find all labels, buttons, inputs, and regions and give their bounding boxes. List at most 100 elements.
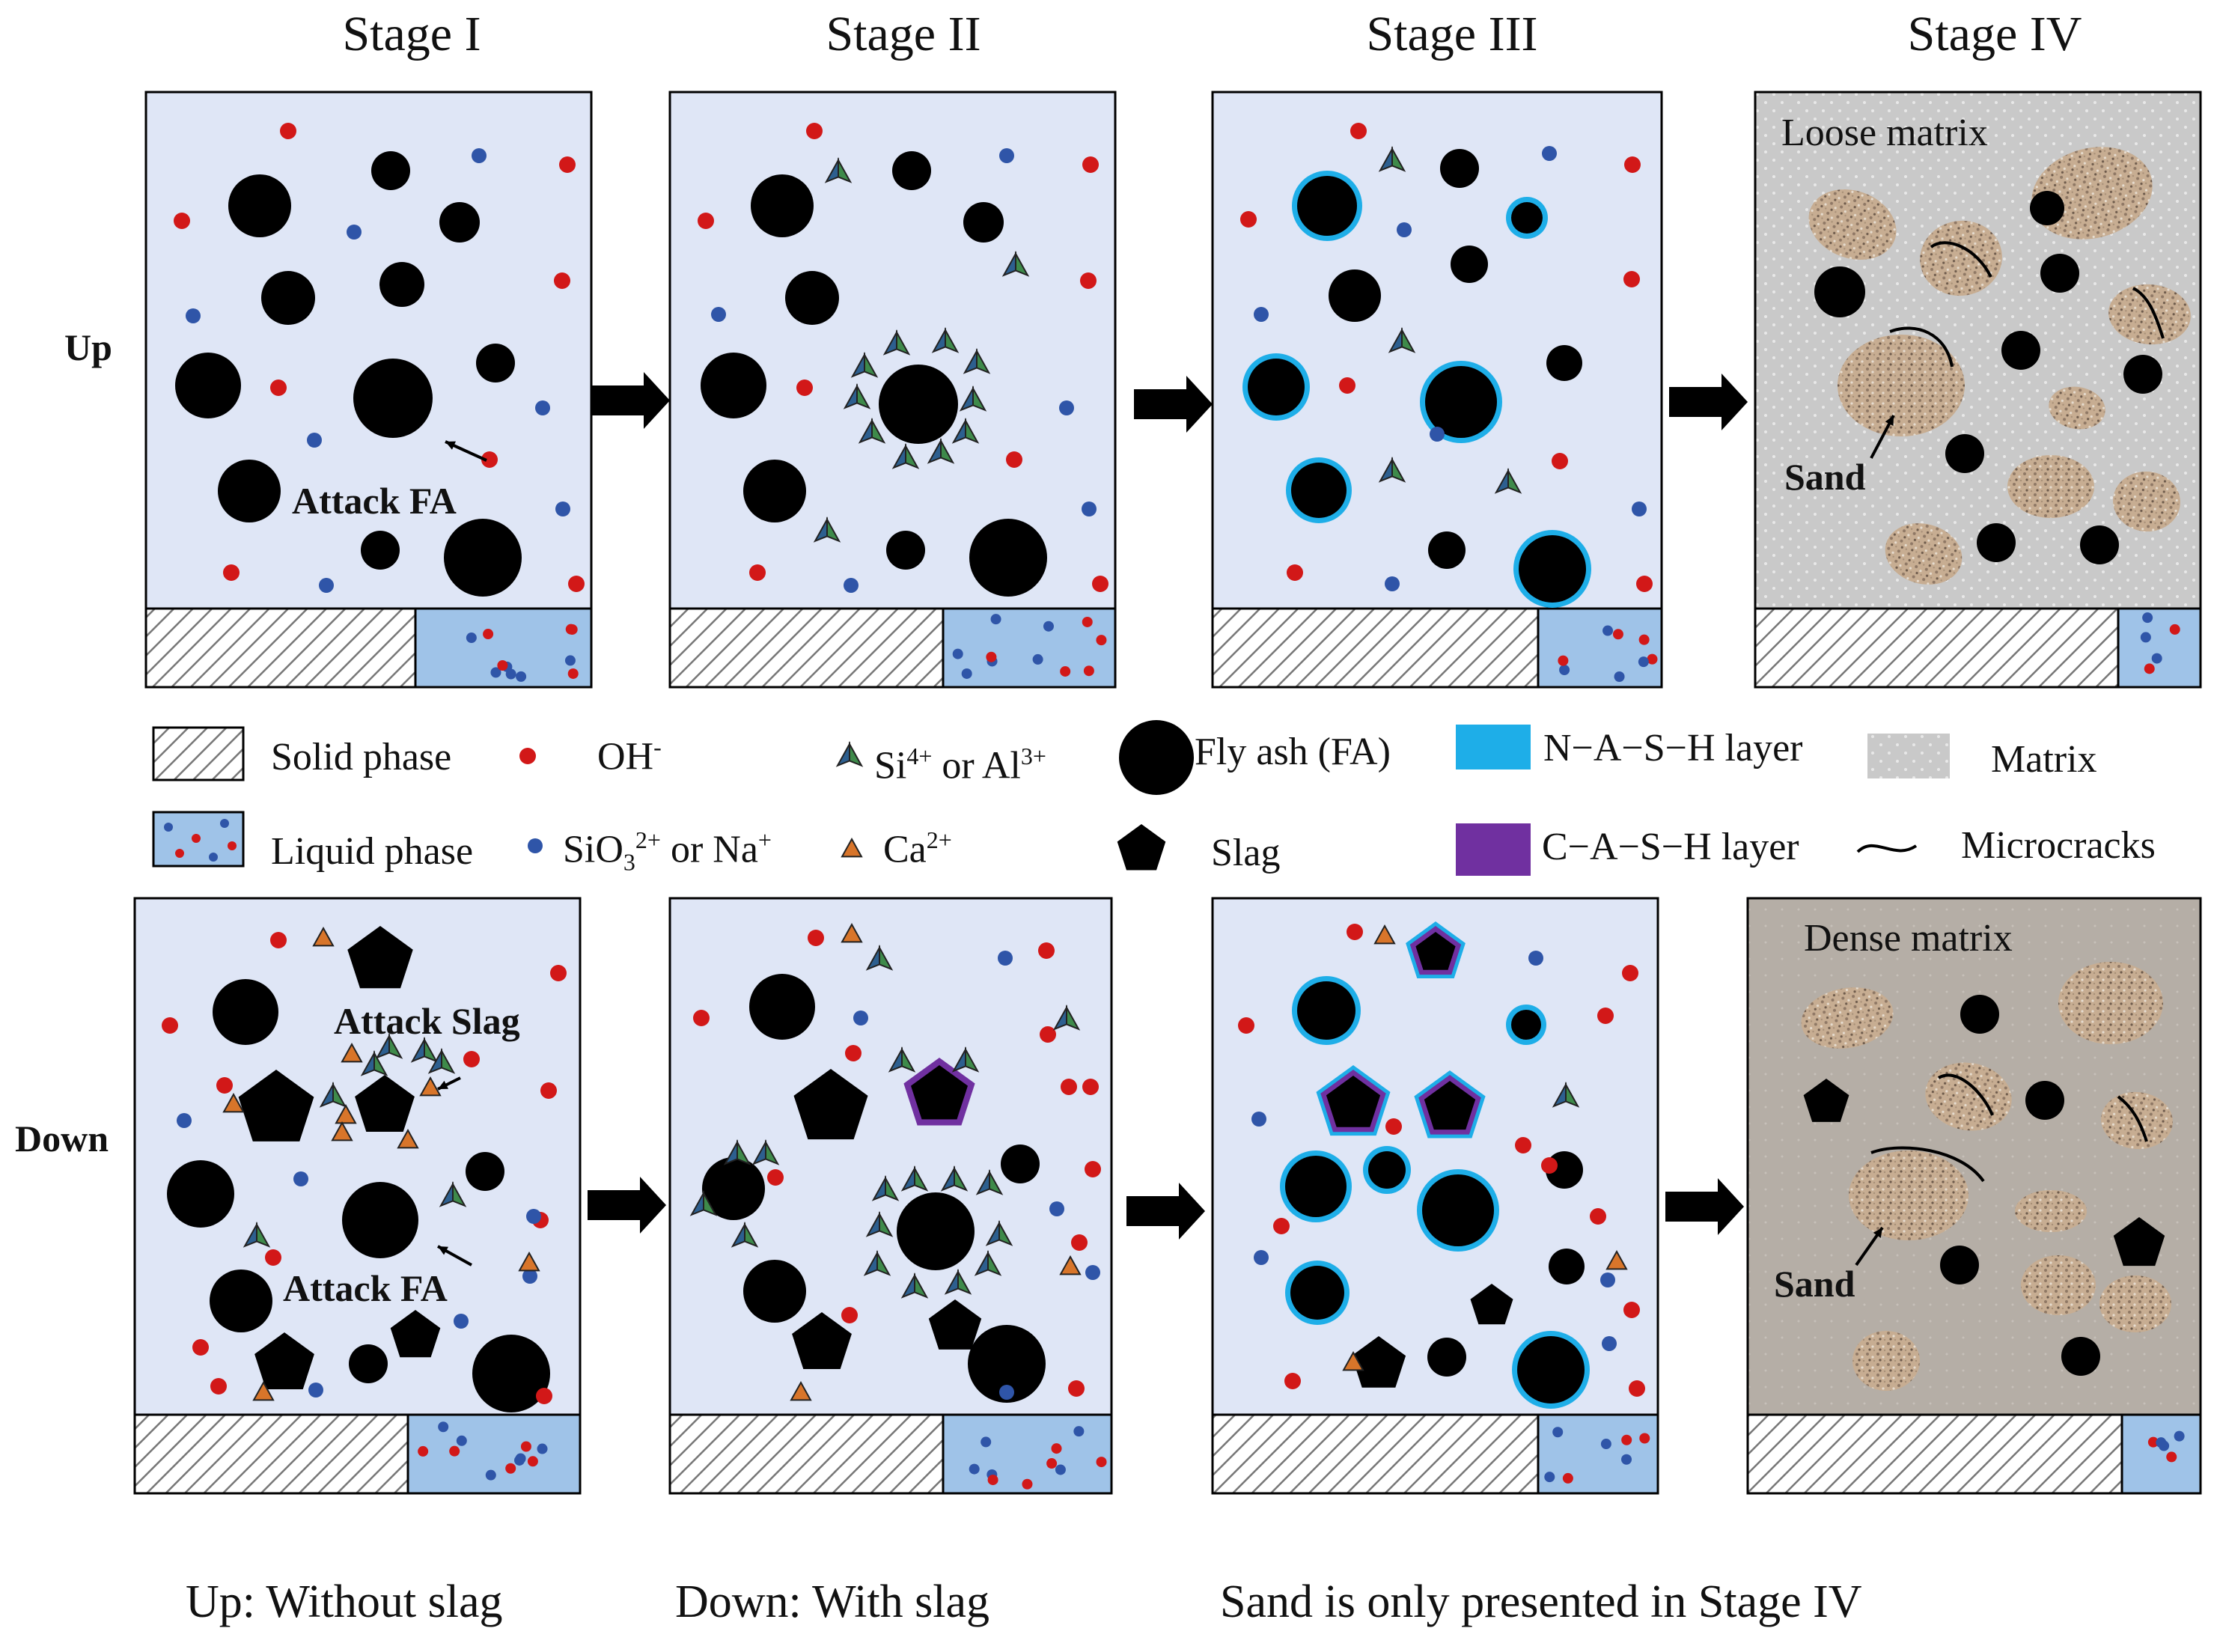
oh-ion <box>505 1463 516 1474</box>
pyramid-icon <box>879 945 894 971</box>
calcium-ion <box>335 1103 357 1124</box>
oh-ion <box>2169 624 2180 635</box>
liquid-swatch-dot <box>164 823 173 832</box>
sand-grain <box>1801 987 1894 1049</box>
oh-ion <box>481 451 498 468</box>
calcium-ion <box>1605 1249 1628 1270</box>
sand-grain <box>2049 386 2105 430</box>
oh-ion <box>1647 653 1658 665</box>
oh-ion <box>1040 1026 1056 1043</box>
silicate-ion <box>1600 1439 1611 1450</box>
slag-particle <box>254 1332 314 1389</box>
sand-grain <box>1920 220 2002 296</box>
oh-ion <box>1046 1458 1058 1469</box>
loose-matrix-label: Loose matrix <box>1781 112 1988 154</box>
microcrack <box>1930 241 1992 278</box>
silicate-ion <box>514 1454 525 1466</box>
pyramid-icon <box>914 1165 929 1192</box>
solid-phase-block <box>668 1413 945 1495</box>
silicate-ion <box>1059 400 1074 415</box>
legend-ca: Ca2+ <box>883 826 952 871</box>
calcium-ion <box>252 1380 275 1401</box>
oh-ion <box>1339 377 1355 394</box>
microcrack <box>2132 287 2165 339</box>
silicate-ion <box>1544 1472 1555 1483</box>
slag-particle <box>238 1070 314 1142</box>
liquid-phase-block <box>1537 607 1663 689</box>
oh-ion <box>1082 156 1099 173</box>
pyramid-icon <box>1391 146 1406 172</box>
oh-ion <box>1284 1373 1301 1389</box>
liquid-phase-block <box>2120 1413 2202 1495</box>
silicate-ion <box>1032 653 1043 665</box>
fly-ash-particle <box>2025 1081 2064 1120</box>
calcium-ion <box>841 837 863 858</box>
fly-ash-particle <box>1940 1246 1979 1284</box>
stage-title-3: Stage III <box>1366 7 1538 61</box>
solid-phase-block <box>1746 1413 2123 1495</box>
fly-ash-particle <box>1977 523 2016 562</box>
fly-ash-particle <box>1517 1336 1585 1403</box>
attack-slag-label: Attack Slag <box>334 1000 520 1042</box>
silicate-ion <box>528 838 543 853</box>
fly-ash-particle <box>476 344 515 382</box>
oh-ion <box>162 1017 178 1034</box>
oh-ion <box>483 629 494 640</box>
arrow-right-icon <box>588 1177 666 1234</box>
fly-ash-particle <box>701 353 766 418</box>
legend-cash: C−A−S−H layer <box>1542 826 1799 868</box>
attack-arrow <box>445 441 456 450</box>
silicate-ion <box>1542 146 1557 161</box>
sand-grain <box>2021 1255 2096 1315</box>
silicate-ion <box>466 633 477 644</box>
oh-ion <box>1068 1380 1085 1397</box>
silicate-ion <box>564 655 576 666</box>
fly-ash-particle <box>751 174 814 237</box>
oh-ion <box>1590 1208 1606 1225</box>
calcium-ion <box>312 926 335 947</box>
fly-ash-particle <box>897 1192 975 1270</box>
legend-matrix: Matrix <box>1991 738 2097 781</box>
oh-ion <box>1385 1118 1402 1135</box>
oh-ion <box>1621 1434 1632 1445</box>
oh-ion <box>806 123 823 139</box>
oh-ion <box>749 564 766 581</box>
liquid-phase-block <box>2117 607 2202 689</box>
solid-phase-block <box>133 1413 409 1495</box>
fly-ash-particle <box>879 365 958 444</box>
legend-solid-phase: Solid phase <box>271 736 452 778</box>
panel-stage-3-up <box>1211 91 1663 610</box>
fly-ash-particle <box>1511 202 1543 234</box>
silicate-ion <box>2174 1430 2185 1442</box>
pyramid-icon <box>441 1048 456 1074</box>
fly-ash-particle <box>218 460 281 522</box>
sand-grain <box>2015 1190 2087 1232</box>
pyramid-icon <box>976 348 991 374</box>
silicate-ion <box>1082 502 1097 516</box>
liquid-phase-block <box>406 1413 582 1495</box>
oh-ion <box>1636 576 1653 592</box>
pyramid-icon <box>965 418 980 444</box>
pyramid-icon <box>987 1250 1002 1276</box>
oh-ion <box>1612 629 1623 640</box>
oh-ion <box>567 668 579 679</box>
pyramid-icon <box>849 741 864 767</box>
oh-ion <box>986 651 997 662</box>
silicate-ion <box>1049 1201 1064 1216</box>
liquid-phase-block <box>1537 1413 1659 1495</box>
silicate-ion <box>1600 1272 1615 1287</box>
sand-grain <box>1849 1150 1968 1240</box>
silicate-ion <box>1385 576 1400 591</box>
silicate-ion <box>186 308 201 323</box>
footer-note: Sand is only presented in Stage IV <box>1220 1576 1862 1627</box>
oh-ion <box>987 1475 998 1486</box>
oh-ion <box>1597 1008 1614 1024</box>
stage-title-1: Stage I <box>342 7 481 61</box>
silicate-ion <box>1430 427 1445 442</box>
silicate-ion <box>844 578 859 593</box>
fly-ash-particle <box>1290 1266 1344 1320</box>
pyramid-icon <box>864 352 879 378</box>
silicate-ion <box>347 225 362 240</box>
silicate-ion <box>1528 951 1543 966</box>
fly-ash-particle <box>743 460 806 522</box>
